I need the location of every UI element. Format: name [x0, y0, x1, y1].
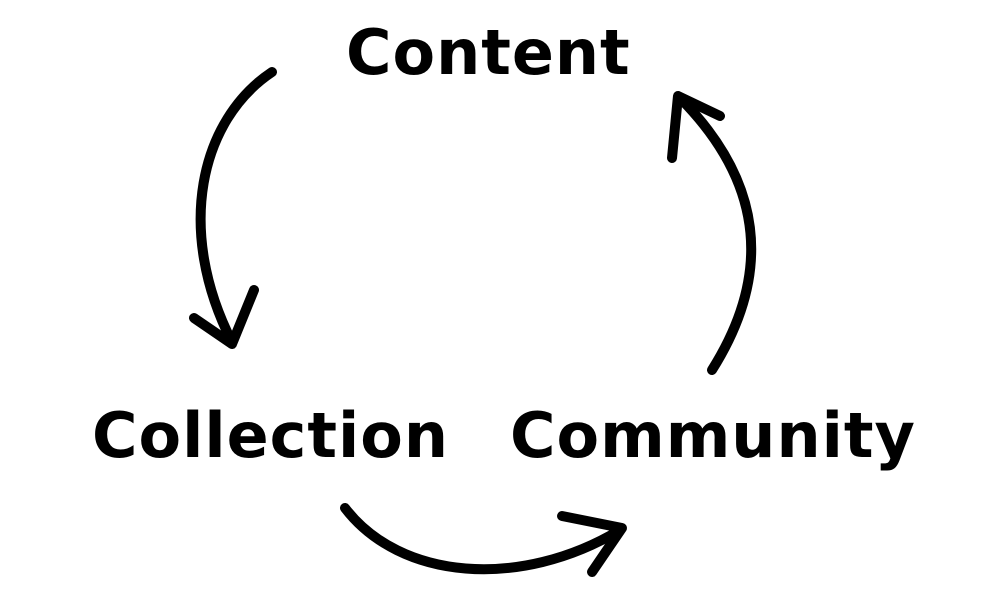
arrow-collection-to-community: [340, 503, 627, 577]
arrow-shaft: [677, 95, 757, 375]
arrow-head: [557, 511, 627, 577]
arrow-head: [189, 285, 259, 349]
node-community-label: Community: [510, 399, 916, 472]
arrow-head: [667, 91, 725, 163]
arrow-shaft: [340, 503, 625, 575]
arrow-community-to-content: [667, 91, 757, 375]
node-collection-label: Collection: [92, 399, 450, 472]
arrow-content-to-collection: [189, 67, 277, 349]
node-content-label: Content: [346, 16, 631, 89]
arrow-shaft: [195, 67, 277, 347]
